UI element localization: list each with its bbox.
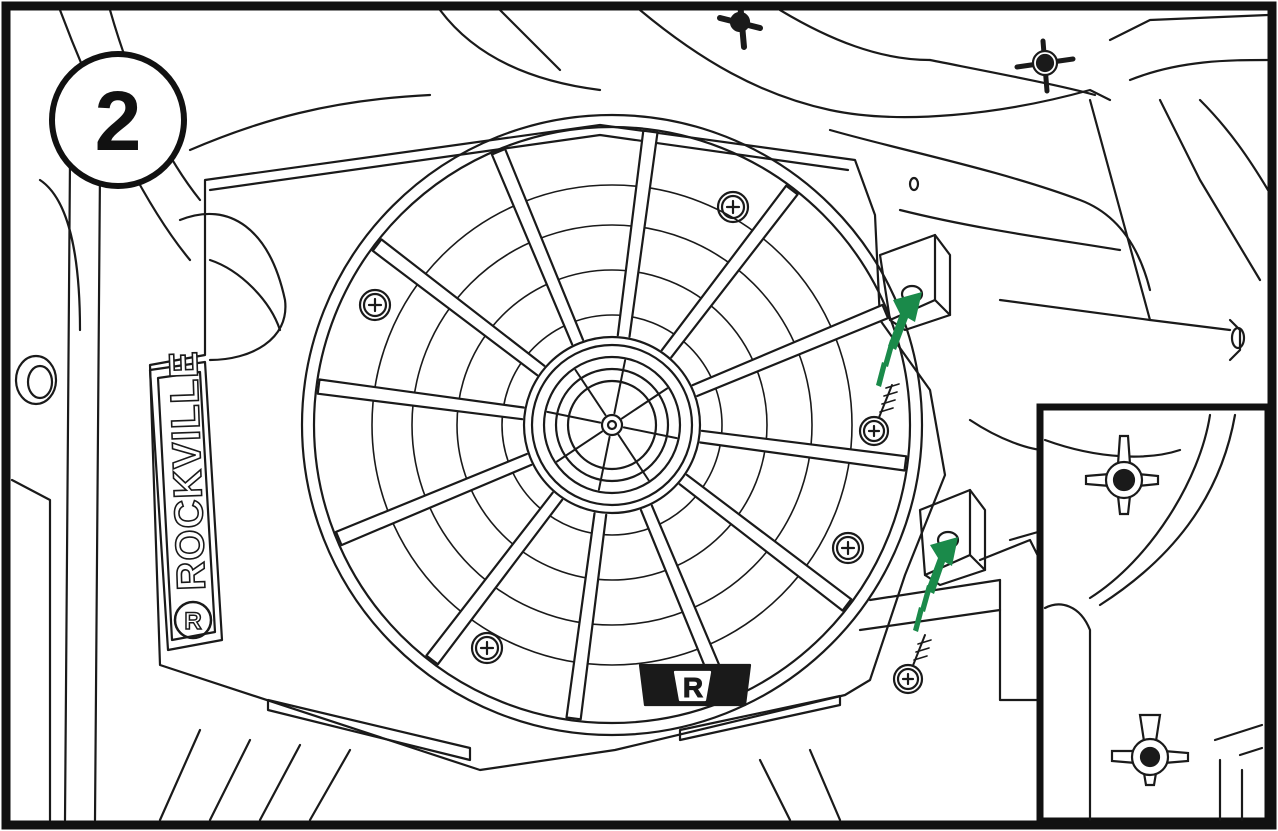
center-cap-rib [622, 426, 678, 440]
push-clip-icon [1084, 434, 1160, 516]
brand-emboss-panel [148, 360, 224, 652]
grille-spoke [691, 303, 890, 398]
push-clip-icon [1110, 713, 1190, 787]
grille-spoke [371, 238, 546, 377]
grille-screw-right [831, 531, 865, 565]
center-cap-rib [597, 435, 611, 491]
mounting-tab-lower [918, 488, 987, 587]
grille-spoke [699, 429, 908, 472]
speaker-mounting-plate [148, 123, 947, 772]
brand-logo-letter: R [184, 608, 201, 635]
center-cap-rib [546, 410, 602, 424]
up-arrow-icon [876, 292, 922, 387]
up-arrow-icon [913, 537, 958, 632]
grille-spoke [334, 452, 533, 547]
screw-lower [892, 634, 932, 695]
push-clip-right [1014, 38, 1076, 94]
grille-screw-top-right [716, 190, 750, 224]
center-cap-rib [613, 359, 627, 415]
step-badge: 2 [49, 51, 187, 189]
brand-name: ROCKVILLE [162, 350, 214, 592]
grille-spoke [616, 129, 659, 338]
grille-screw-left [358, 288, 392, 322]
step-number: 2 [95, 74, 142, 168]
grille-spoke [425, 491, 564, 666]
grille-logo-badge [638, 663, 752, 707]
screw-upper [858, 383, 900, 447]
grille-spoke [565, 512, 608, 721]
center-cap-rib [617, 434, 650, 481]
grille-spoke [316, 378, 525, 421]
center-cap-rib [621, 387, 668, 420]
grille-screw-bottom [470, 631, 504, 665]
brand-logo-mark: R [173, 600, 213, 640]
grille-spoke [678, 473, 853, 612]
grille-spoke [490, 147, 585, 346]
inset-detail [1036, 403, 1272, 825]
speaker-grille [300, 113, 924, 737]
badge-logo-letter: R [683, 672, 703, 703]
vehicle-panel-background [10, 10, 1268, 821]
center-cap-rib [556, 430, 603, 463]
push-clip-top [717, 10, 763, 50]
center-cap-rib [574, 369, 607, 416]
grille-spoke [660, 184, 799, 359]
